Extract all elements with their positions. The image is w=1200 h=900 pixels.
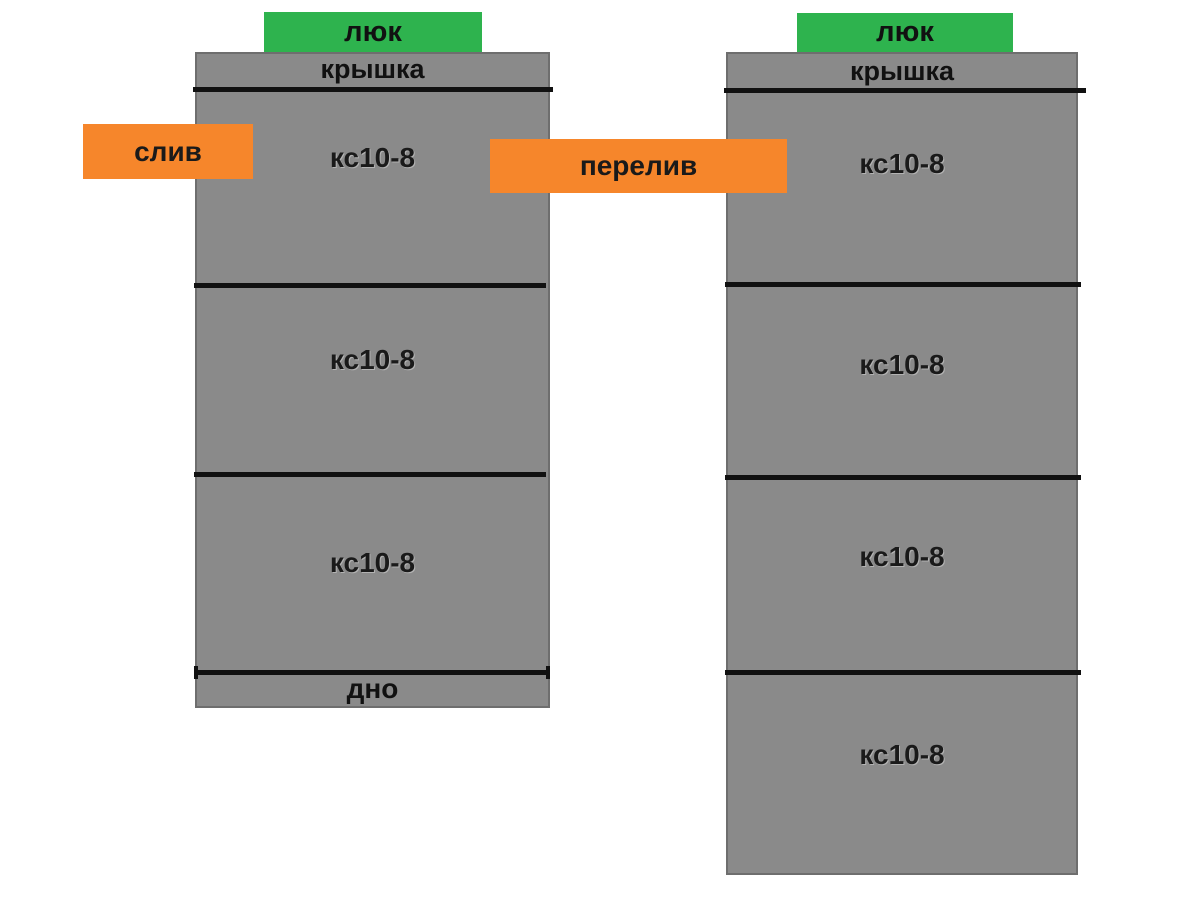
right-hatch-label: люк (876, 16, 934, 48)
overflow-label: перелив (579, 150, 698, 181)
left-cover-label: крышка (320, 54, 425, 84)
right-hatch-box: люк (797, 13, 1013, 52)
left-bottom-line (194, 666, 550, 679)
left-ring-1-label: кс10-8 (329, 142, 416, 173)
left-hatch-label: люк (344, 15, 402, 48)
left-bottom-label: дно (346, 673, 399, 704)
drain-label-box: слив (83, 124, 253, 179)
right-ring-joint-line-3 (725, 670, 1081, 675)
right-ring-joint-line-1 (725, 282, 1081, 287)
left-ring-2-label: кс10-8 (329, 344, 416, 375)
right-cover-label: крышка (849, 56, 955, 86)
left-ring-joint-line-2 (194, 472, 546, 477)
left-ring-3-label: кс10-8 (329, 547, 416, 578)
right-ring-1-label: кс10-8 (859, 148, 945, 179)
right-ring-joint-line-2 (725, 475, 1081, 480)
left-cover-joint-line (193, 87, 553, 92)
right-cover-joint-line (724, 88, 1086, 93)
right-ring-2-label: кс10-8 (859, 349, 945, 380)
left-ring-joint-line-1 (194, 283, 546, 288)
drain-label: слив (134, 135, 202, 167)
left-hatch-box: люк (264, 12, 482, 52)
overflow-label-box: перелив (490, 139, 787, 193)
right-ring-3-label: кс10-8 (859, 541, 945, 572)
right-ring-4-label: кс10-8 (859, 739, 945, 770)
